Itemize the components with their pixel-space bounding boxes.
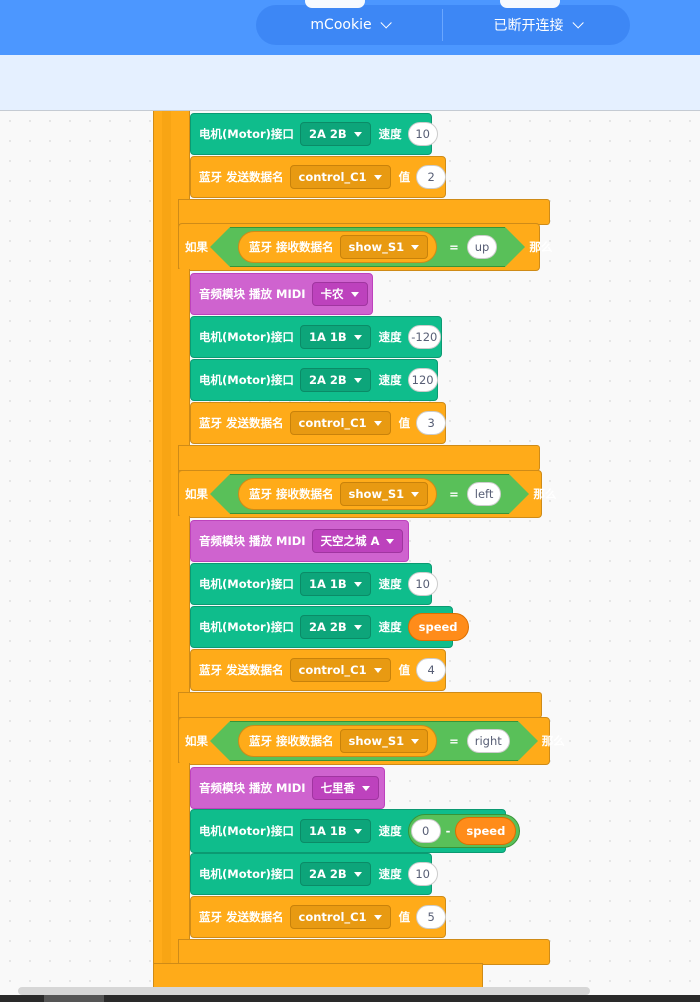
bt-name-dropdown[interactable]: control_C1 <box>289 658 391 682</box>
speed-variable[interactable]: speed <box>407 613 469 641</box>
motor-port-dropdown[interactable]: 2A 2B <box>299 862 371 886</box>
if-block-arm[interactable] <box>178 269 190 447</box>
bt-name-dropdown[interactable]: control_C1 <box>289 905 391 929</box>
subtract-operator[interactable]: 0 - speed <box>407 814 521 848</box>
device-select-button[interactable]: mCookie <box>256 5 442 45</box>
midi-song-dropdown[interactable]: 七里香 <box>311 776 380 800</box>
speed-input[interactable]: 120 <box>407 368 438 392</box>
motor-block[interactable]: 电机(Motor)接口 1A 1B 速度 -120 <box>190 316 442 358</box>
top-bar: mCookie 已断开连接 <box>0 0 700 55</box>
speed-input[interactable]: 10 <box>407 122 438 146</box>
if-block-arm[interactable] <box>178 111 190 223</box>
if-block-arm[interactable] <box>178 763 190 941</box>
equals-operator[interactable]: 蓝牙 接收数据名 show_S1 = up <box>209 227 526 267</box>
midi-song-dropdown[interactable]: 天空之城 A <box>311 529 404 553</box>
motor-block[interactable]: 电机(Motor)接口 1A 1B 速度 10 <box>190 563 438 605</box>
bt-value-input[interactable]: 2 <box>416 165 447 189</box>
device-label: mCookie <box>310 17 372 33</box>
motor-block[interactable]: 电机(Motor)接口 1A 1B 速度 0 - speed <box>190 809 521 853</box>
motor-port-dropdown[interactable]: 2A 2B <box>299 368 371 392</box>
bt-receive-dropdown[interactable]: show_S1 <box>339 482 429 506</box>
if-block-foot[interactable] <box>178 199 550 225</box>
speed-variable[interactable]: speed <box>455 817 517 845</box>
connection-button[interactable]: 已断开连接 <box>443 5 630 45</box>
code-workspace[interactable]: 电机(Motor)接口 2A 2B 速度 10 蓝牙 发送数据名 control… <box>0 111 700 1002</box>
chevron-down-icon <box>380 17 392 29</box>
motor-block[interactable]: 电机(Motor)接口 2A 2B 速度 speed <box>190 606 469 648</box>
bt-send-block[interactable]: 蓝牙 发送数据名 control_C1 值 3 <box>190 402 447 444</box>
if-block-foot[interactable] <box>178 939 550 965</box>
bt-receive-reporter[interactable]: 蓝牙 接收数据名 show_S1 <box>238 231 438 263</box>
if-block-foot[interactable] <box>178 692 542 718</box>
motor-port-dropdown[interactable]: 1A 1B <box>299 819 371 843</box>
if-block[interactable]: 如果 蓝牙 接收数据名 show_S1 = up 那么 <box>178 223 552 271</box>
pill-divider <box>442 9 443 41</box>
horizontal-scrollbar[interactable] <box>18 987 590 995</box>
minuend-input[interactable]: 0 <box>410 819 441 843</box>
taskbar-strip <box>0 995 700 1002</box>
midi-block[interactable]: 音频模块 播放 MIDI 卡农 <box>190 273 373 315</box>
loop-block-arm[interactable] <box>153 111 179 991</box>
bt-receive-reporter[interactable]: 蓝牙 接收数据名 show_S1 <box>238 725 438 757</box>
compare-value-input[interactable]: up <box>466 235 498 259</box>
device-pill: mCookie 已断开连接 <box>256 5 630 45</box>
motor-port-dropdown[interactable]: 2A 2B <box>299 122 371 146</box>
motor-port-dropdown[interactable]: 1A 1B <box>299 572 371 596</box>
motor-block[interactable]: 电机(Motor)接口 2A 2B 速度 10 <box>190 853 438 895</box>
cloud-decoration <box>305 0 365 8</box>
speed-input[interactable]: -120 <box>407 325 441 349</box>
bt-value-input[interactable]: 3 <box>416 411 447 435</box>
bt-send-block[interactable]: 蓝牙 发送数据名 control_C1 值 4 <box>190 649 447 691</box>
if-block-foot[interactable] <box>178 445 540 471</box>
midi-block[interactable]: 音频模块 播放 MIDI 七里香 <box>190 767 385 809</box>
equals-operator[interactable]: 蓝牙 接收数据名 show_S1 = right <box>210 721 538 761</box>
bt-send-block[interactable]: 蓝牙 发送数据名 control_C1 值 5 <box>190 896 447 938</box>
if-block[interactable]: 如果 蓝牙 接收数据名 show_S1 = right 那么 <box>178 717 565 765</box>
speed-input[interactable]: 10 <box>407 862 438 886</box>
bt-receive-dropdown[interactable]: show_S1 <box>339 729 429 753</box>
bt-send-block[interactable]: 蓝牙 发送数据名 control_C1 值 2 <box>190 156 447 198</box>
motor-port-dropdown[interactable]: 1A 1B <box>299 325 371 349</box>
if-block[interactable]: 如果 蓝牙 接收数据名 show_S1 = left 那么 <box>178 470 556 518</box>
if-block-arm[interactable] <box>178 516 190 694</box>
motor-block[interactable]: 电机(Motor)接口 2A 2B 速度 120 <box>190 359 438 401</box>
bt-receive-dropdown[interactable]: show_S1 <box>339 235 429 259</box>
toolbar <box>0 55 700 111</box>
bt-value-input[interactable]: 5 <box>416 905 447 929</box>
chevron-down-icon <box>571 17 584 29</box>
compare-value-input[interactable]: right <box>466 729 510 753</box>
bt-name-dropdown[interactable]: control_C1 <box>289 411 391 435</box>
compare-value-input[interactable]: left <box>466 482 502 506</box>
equals-operator[interactable]: 蓝牙 接收数据名 show_S1 = left <box>209 474 530 514</box>
bt-value-input[interactable]: 4 <box>416 658 447 682</box>
motor-block[interactable]: 电机(Motor)接口 2A 2B 速度 10 <box>190 113 438 155</box>
bt-name-dropdown[interactable]: control_C1 <box>289 165 391 189</box>
motor-port-dropdown[interactable]: 2A 2B <box>299 615 371 639</box>
midi-song-dropdown[interactable]: 卡农 <box>311 282 368 306</box>
cloud-decoration <box>500 0 560 8</box>
midi-block[interactable]: 音频模块 播放 MIDI 天空之城 A <box>190 520 409 562</box>
bt-receive-reporter[interactable]: 蓝牙 接收数据名 show_S1 <box>238 478 438 510</box>
speed-input[interactable]: 10 <box>407 572 438 596</box>
connection-label: 已断开连接 <box>493 18 564 34</box>
